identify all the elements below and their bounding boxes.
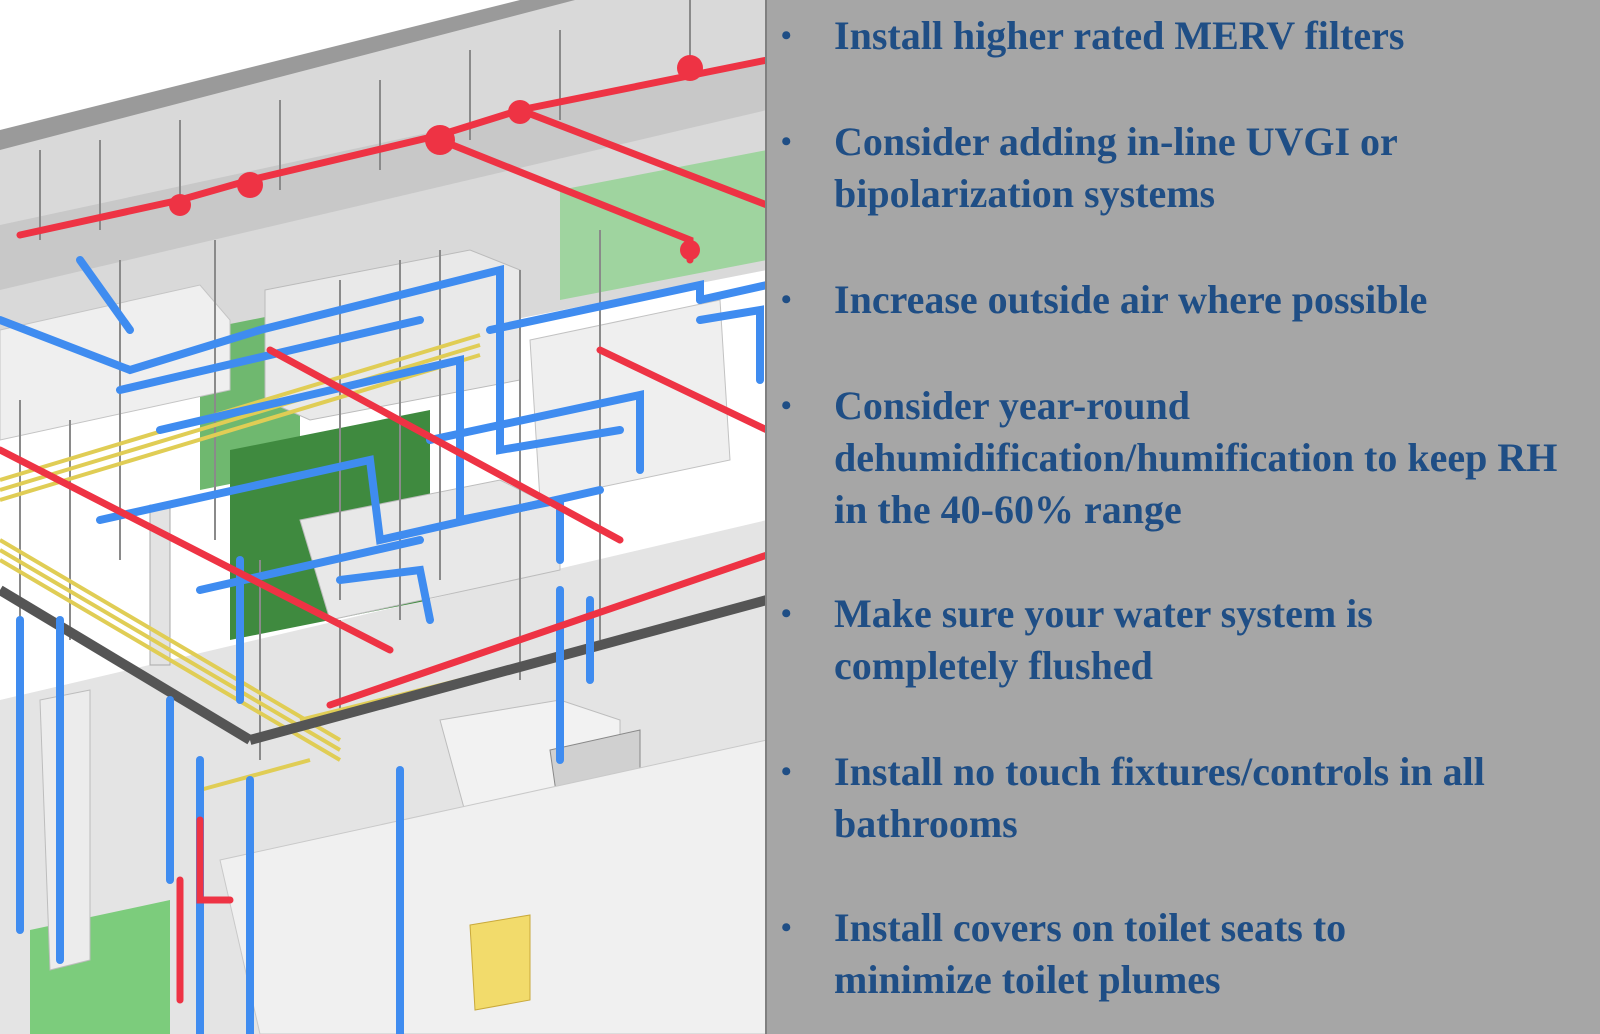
mep-model-drawing [0,0,767,1034]
bullet-text: Make sure your water system is completel… [834,591,1373,688]
bullet-marker: • [781,19,792,52]
bullet-marker: • [781,755,792,788]
bullet-text: Install no touch fixtures/controls in al… [834,749,1485,846]
mep-3d-illustration [0,0,767,1034]
bullet-text: Install covers on toilet seats to minimi… [834,905,1347,1002]
bullet-marker: • [781,911,792,944]
bullet-text: Increase outside air where possible [834,277,1428,322]
bullet-text: Consider adding in-line UVGI or bipolari… [834,119,1398,216]
bullet-marker: • [781,125,792,158]
bullet-text: Consider year-round dehumidification/hum… [834,383,1558,532]
bullet-marker: • [781,283,792,316]
recommendations-panel: • Install higher rated MERV filters • Co… [767,0,1600,1034]
bullet-text: Install higher rated MERV filters [834,13,1405,58]
bullet-marker: • [781,389,792,422]
bullet-marker: • [781,597,792,630]
